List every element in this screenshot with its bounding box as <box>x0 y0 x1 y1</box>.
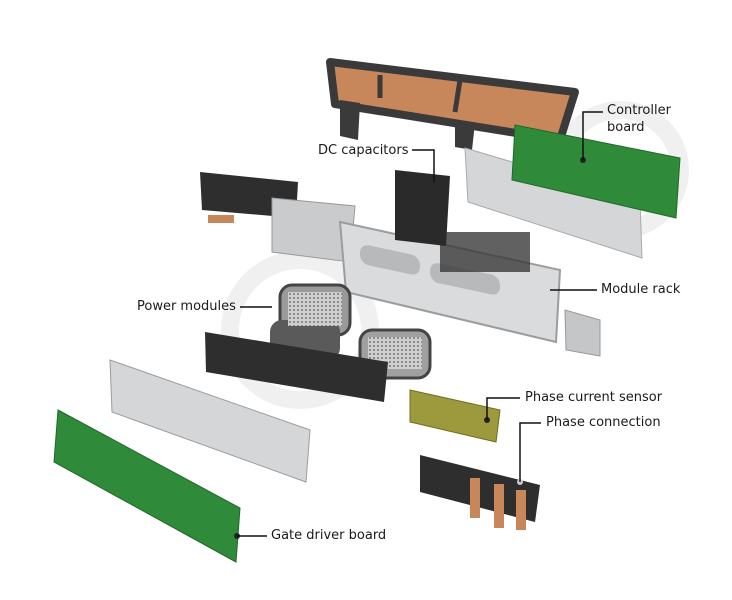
label-phase-connection: Phase connection <box>546 415 661 430</box>
power-modules <box>270 283 432 380</box>
label-line-2: board <box>607 120 645 135</box>
label-module-rack: Module rack <box>601 282 681 297</box>
module-rack <box>338 220 562 344</box>
leader-lines <box>237 111 603 537</box>
phase-connection <box>420 455 540 530</box>
module-clamp-bracket <box>205 332 388 402</box>
label-controller-board: Controller board <box>607 102 671 136</box>
label-power-modules: Power modules <box>137 299 236 314</box>
controller-board <box>511 124 681 219</box>
label-phase-current-sensor: Phase current sensor <box>525 390 663 405</box>
label-gate-driver-board: Gate driver board <box>271 528 387 543</box>
label-dc-capacitors: DC capacitors <box>318 143 409 158</box>
label-line-1: Controller <box>607 103 671 118</box>
dc-capacitors <box>395 170 450 246</box>
gate-driver-frame <box>109 359 311 483</box>
rack-bracket <box>564 309 601 357</box>
